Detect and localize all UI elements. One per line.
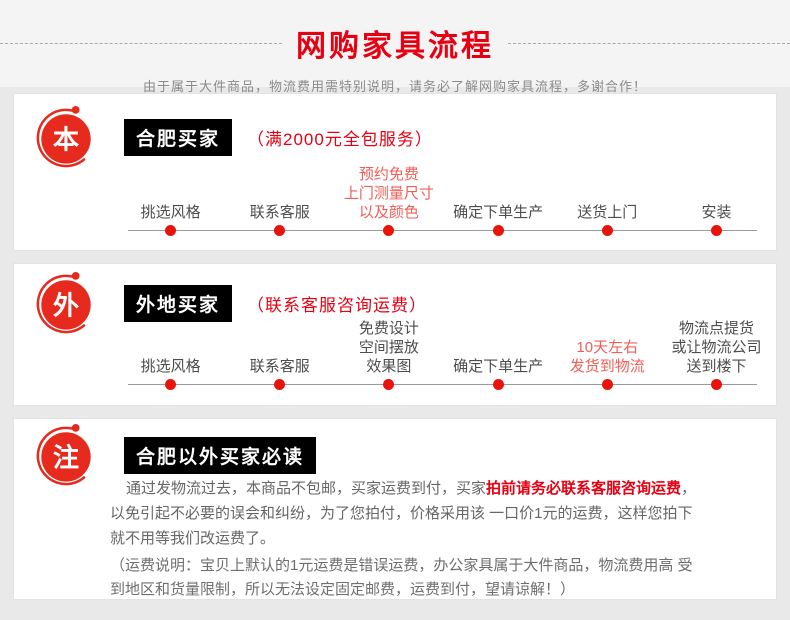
timeline-dot (383, 379, 395, 390)
badge-wai-icon: 外 (36, 272, 91, 334)
notice-paragraph-main: 通过发物流过去，本商品不包邮，买家运费到付，买家拍前请务必联系客服咨询运费，以免… (110, 476, 704, 551)
timeline-dot (165, 379, 177, 390)
card-title: 外地买家 (124, 284, 233, 322)
card-header: 本 合肥买家 （满2000元全包服务） (34, 106, 760, 168)
notice-paragraphs: 通过发物流过去，本商品不包邮，买家运费到付，买家拍前请务必联系客服咨询运费，以免… (110, 476, 704, 599)
timeline-step: 确定下单生产 (444, 164, 553, 236)
step-label: 10天左右 发货到物流 (570, 338, 645, 376)
step-line: 挑选风格 (140, 204, 201, 221)
step-line: 送到楼下 (686, 358, 747, 375)
badge-arc (36, 274, 86, 334)
step-label: 免费设计 空间摆放 效果图 (359, 319, 419, 376)
timeline-dot (492, 379, 504, 390)
card-title: 合肥以外买家必读 (124, 436, 317, 474)
step-line: 上门测量尺寸 (343, 185, 434, 202)
step-label: 联系客服 (250, 203, 310, 222)
badge-character: 注 (53, 443, 79, 473)
timeline-dot (165, 225, 177, 236)
step-line: 安装 (701, 204, 732, 221)
timeline-step: 挑选风格 (116, 164, 225, 236)
timeline-dot (601, 225, 613, 236)
timeline-step: 物流点提货 或让物流公司 送到楼下 (662, 318, 771, 390)
step-label: 确定下单生产 (453, 357, 543, 376)
card-header: 注 合肥以外买家必读 (34, 424, 760, 486)
timeline-step: 挑选风格 (116, 318, 225, 390)
card-title: 合肥买家 (124, 118, 233, 156)
page-title: 网购家具流程 (296, 30, 494, 63)
step-line: 物流点提货 (678, 320, 754, 337)
card-notice: 注 合肥以外买家必读 通过发物流过去，本商品不包邮，买家运费到付，买家拍前请务必… (13, 418, 777, 600)
timeline-track (128, 230, 757, 231)
header: 网购家具流程 由于属于大件商品，物流费用需特别说明，请务必了解网购家具流程，多谢… (0, 0, 790, 94)
dashed-divider-right (508, 42, 790, 44)
step-line: 送货上门 (577, 204, 638, 221)
timeline-dot (710, 379, 722, 390)
timeline-step: 安装 (662, 164, 771, 236)
notice-paragraph-shipping: （运费说明：宝贝上默认的1元运费是错误运费，办公家具属于大件商品，物流费用高 受… (110, 557, 693, 598)
notice-text-post: ，以免引起不必要的误会和纠纷，为了您拍付，价格采用该 一口价1元的运费，这样您拍… (110, 480, 697, 547)
badge-character: 本 (53, 125, 80, 155)
page-subtitle: 由于属于大件商品，物流费用需特别说明，请务必了解网购家具流程，多谢合作！ (142, 79, 647, 94)
timeline-dot (492, 225, 504, 236)
step-line: 效果图 (366, 358, 412, 375)
card-note: （满2000元全包服务） (247, 129, 433, 149)
dashed-divider-left (0, 42, 282, 44)
notice-text-highlight: 拍前请务必联系客服咨询运费 (486, 480, 682, 497)
badge-circle (41, 114, 91, 164)
timeline: 挑选风格 联系客服 预约免费 上门测量尺寸 以及颜色 (116, 164, 771, 236)
timeline-dot (710, 225, 722, 236)
main-content: 本 合肥买家 （满2000元全包服务） 挑选风格 联系客服 预约免费 (0, 87, 790, 600)
step-line: 挑选风格 (140, 358, 201, 375)
timeline-step-highlight: 10天左右 发货到物流 (553, 318, 662, 390)
timeline-step: 送货上门 (553, 164, 662, 236)
step-label: 确定下单生产 (453, 203, 543, 222)
step-line: 联系客服 (249, 204, 310, 221)
timeline-step-highlight: 预约免费 上门测量尺寸 以及颜色 (334, 164, 443, 236)
step-label: 联系客服 (250, 357, 310, 376)
step-line: 发货到物流 (569, 358, 645, 375)
timeline-dot (274, 379, 286, 390)
badge-circle (41, 432, 91, 482)
badge-arc-dot (71, 272, 80, 280)
timeline: 挑选风格 联系客服 免费设计 空间摆放 效果图 确定下 (116, 318, 771, 390)
card-remote-buyers: 外 外地买家 （联系客服咨询运费） 挑选风格 联系客服 免费设计 (13, 263, 777, 406)
step-line: 免费设计 (358, 320, 419, 337)
step-line: 空间摆放 (358, 339, 419, 356)
step-line: 10天左右 (576, 339, 639, 356)
timeline-dot (601, 379, 613, 390)
timeline-step: 联系客服 (225, 318, 334, 390)
timeline-step: 联系客服 (225, 164, 334, 236)
card-header: 外 外地买家 （联系客服咨询运费） (34, 272, 760, 334)
badge-zhu-icon: 注 (36, 424, 91, 486)
notice-text-pre: 通过发物流过去，本商品不包邮，买家运费到付，买家 (126, 480, 487, 497)
badge-circle (41, 280, 91, 330)
badge-ben-icon: 本 (36, 106, 91, 168)
step-label: 挑选风格 (141, 357, 201, 376)
step-line: 或让物流公司 (671, 339, 762, 356)
step-label: 物流点提货 或让物流公司 送到楼下 (671, 319, 761, 376)
badge-character: 外 (53, 291, 79, 321)
title-row: 网购家具流程 (0, 21, 790, 65)
step-label: 挑选风格 (141, 203, 201, 222)
timeline-dot (274, 225, 286, 236)
timeline-track (128, 384, 757, 385)
step-line: 联系客服 (249, 358, 310, 375)
badge-arc (36, 108, 86, 168)
step-line: 确定下单生产 (453, 358, 544, 375)
step-line: 确定下单生产 (453, 204, 544, 221)
step-label: 送货上门 (577, 203, 637, 222)
badge-arc (36, 426, 86, 486)
card-note: （联系客服咨询运费） (247, 295, 428, 315)
badge-arc-dot (71, 106, 80, 114)
timeline-dot (383, 225, 395, 236)
step-label: 预约免费 上门测量尺寸 以及颜色 (344, 165, 434, 222)
step-line: 以及颜色 (358, 204, 419, 221)
step-label: 安装 (701, 203, 731, 222)
card-hefei-buyers: 本 合肥买家 （满2000元全包服务） 挑选风格 联系客服 预约免费 (13, 93, 777, 251)
badge-arc-dot (71, 424, 80, 432)
timeline-step: 确定下单生产 (444, 318, 553, 390)
timeline-step: 免费设计 空间摆放 效果图 (334, 318, 443, 390)
step-line: 预约免费 (358, 166, 419, 183)
